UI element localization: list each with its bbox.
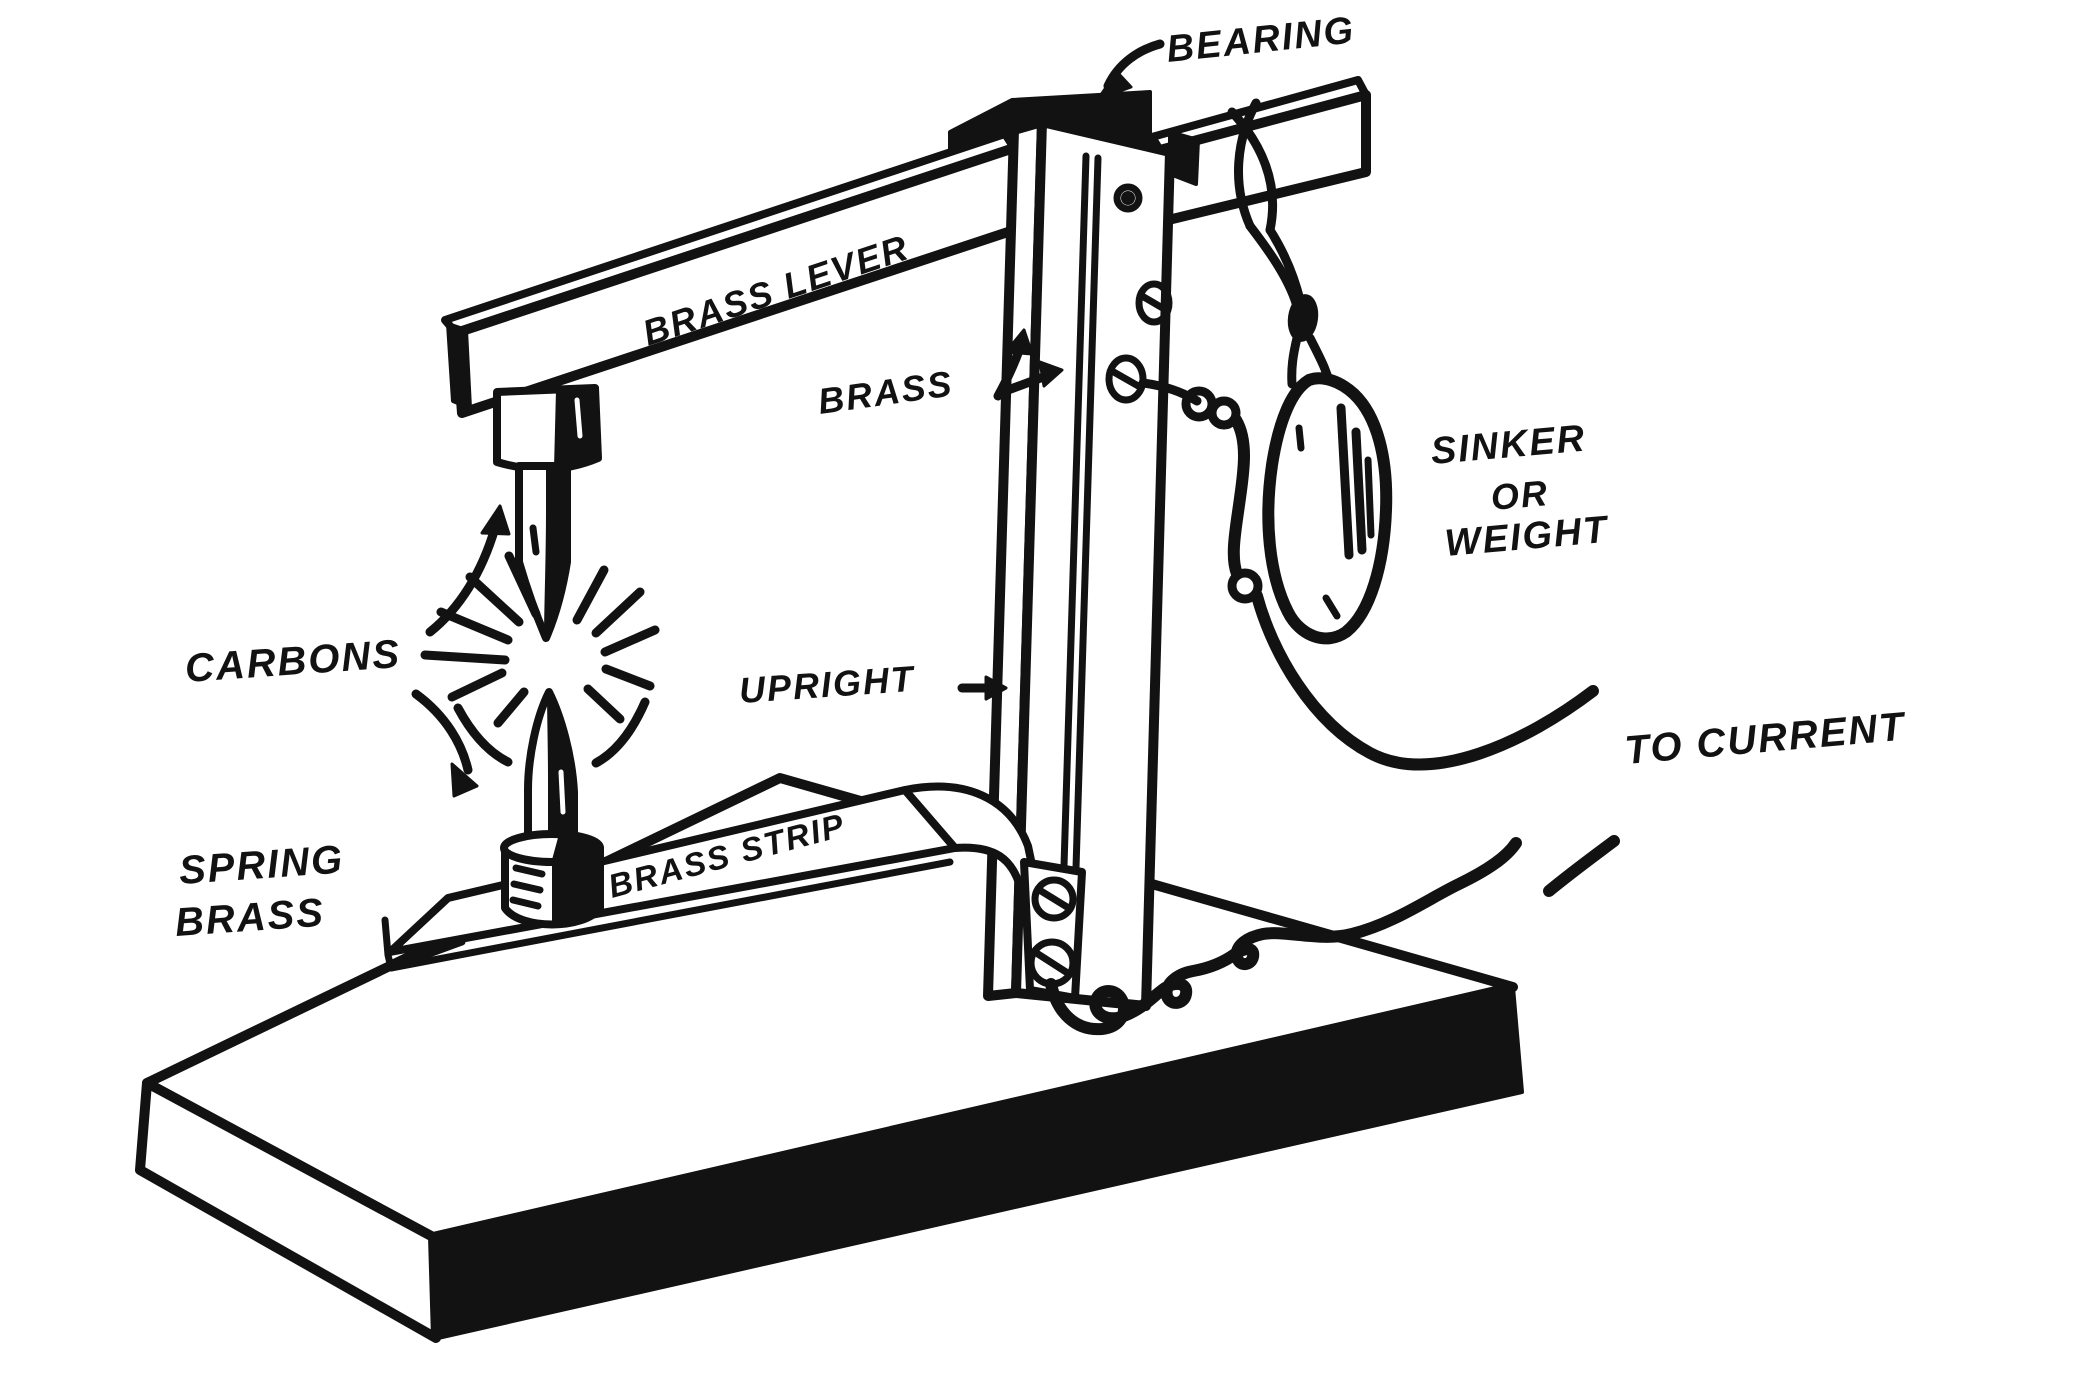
carbon-holder: [500, 830, 604, 929]
coiled-wire: [1045, 835, 1620, 1036]
carbons-label: CARBONS: [184, 632, 403, 691]
lead-wire: [1138, 378, 1599, 771]
spring-brass-label-line1: SPRING: [178, 838, 346, 893]
sinker-weight: [1262, 372, 1393, 645]
spring-brass-label-line2: BRASS: [174, 891, 327, 945]
to-current-label: TO CURRENT: [1623, 704, 1909, 773]
brass-bracket-label: BRASS: [815, 362, 955, 422]
lower-carbon: [524, 688, 578, 854]
pivot-screws: [1105, 183, 1173, 404]
sinker-label-line3: WEIGHT: [1443, 509, 1611, 565]
bearing-label: BEARING: [1165, 9, 1358, 71]
sinker-label-line2: OR: [1489, 472, 1550, 518]
arc-spark: [420, 551, 660, 768]
callout-arrows: [411, 39, 1165, 798]
sinker-label-line1: SINKER: [1429, 418, 1588, 473]
upright-label: UPRIGHT: [738, 658, 917, 711]
brass-lever: BRASS LEVER: [441, 76, 1371, 418]
wood-base: [135, 773, 1524, 1343]
